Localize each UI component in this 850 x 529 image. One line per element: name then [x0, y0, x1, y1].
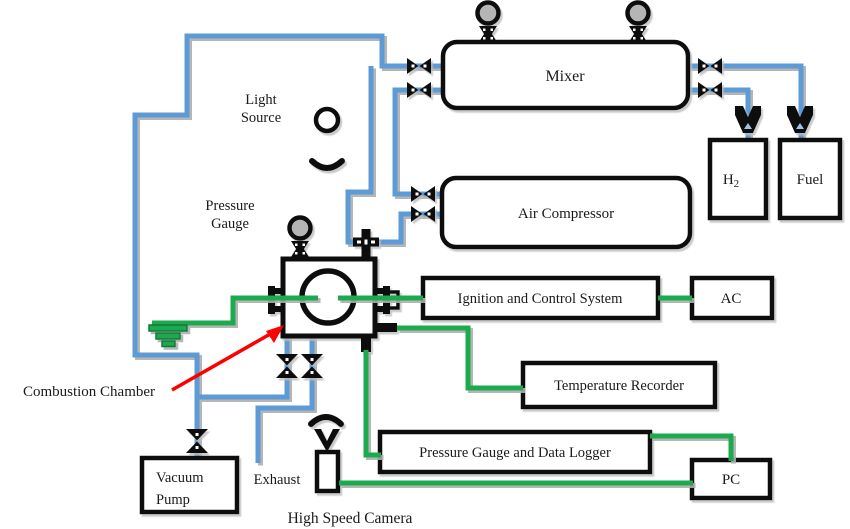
- exhaust-label: Exhaust: [254, 472, 301, 488]
- wire-to-temperature-recorder: [397, 325, 523, 391]
- ignition-label: Ignition and Control System: [458, 291, 623, 307]
- pc-label: PC: [722, 472, 740, 488]
- fuel-tank: [777, 137, 843, 221]
- h2-tank: [707, 137, 769, 221]
- pipe-branch-to-chamber: [345, 66, 374, 245]
- high-speed-camera-label: High Speed Camera: [288, 510, 413, 527]
- pressure-logger-label: Pressure Gauge and Data Logger: [419, 445, 611, 461]
- mixer-label: Mixer: [545, 68, 585, 85]
- labels: Mixer Air Compressor H2 Fuel Ignition an…: [23, 68, 823, 527]
- mixer-box: [440, 39, 691, 111]
- equipment: [139, 3, 843, 515]
- pressure-gauge-label-line2: Gauge: [211, 216, 249, 232]
- ground-icon: [148, 324, 188, 348]
- wire-electrodes-ignition: [152, 295, 423, 326]
- ac-label: AC: [721, 291, 742, 307]
- pressure-gauge-label-line1: Pressure: [205, 198, 254, 214]
- light-source-label-line2: Source: [241, 110, 281, 126]
- chamber-pointer-arrow: [171, 325, 284, 392]
- light-source-label-line1: Light: [245, 92, 276, 108]
- inlet-fitting: [353, 229, 379, 260]
- focusing-lens-icon: [308, 414, 344, 427]
- pressure-port: [361, 337, 371, 352]
- fuel-label: Fuel: [797, 172, 824, 188]
- chamber-gauge: [290, 218, 311, 258]
- combustion-chamber: [268, 229, 400, 352]
- ac-box: [689, 275, 775, 321]
- air-compressor-box: [439, 175, 693, 250]
- thermocouple-port: [375, 323, 397, 332]
- air-compressor-label: Air Compressor: [518, 206, 614, 222]
- pipe-mixer-to-air-compressor: [392, 87, 443, 197]
- high-speed-camera-icon: [314, 429, 341, 494]
- wire-to-pressure-logger: [363, 350, 381, 458]
- pipe-mixer-to-vacuum-pump: [132, 33, 443, 458]
- mixer-gauge-left: [478, 3, 499, 43]
- temperature-recorder-label: Temperature Recorder: [554, 378, 684, 394]
- temperature-recorder-box: [520, 360, 718, 410]
- vacuum-pump-label-line1: Vacuum: [156, 470, 204, 486]
- signal-wires: [148, 295, 734, 486]
- lamp-icon: [313, 106, 341, 134]
- pipe-mixer-to-fuel: [688, 63, 804, 146]
- wire-logger-to-pc: [650, 433, 734, 461]
- h2-label: H2: [723, 172, 739, 190]
- vacuum-pump-box: [139, 455, 240, 515]
- mixer-gauge-right: [628, 3, 649, 43]
- vacuum-pump-label-line2: Pump: [156, 492, 190, 508]
- pressure-logger-box: [377, 429, 653, 475]
- combustion-chamber-label: Combustion Chamber: [23, 384, 155, 400]
- collimating-lens-icon: [309, 158, 345, 171]
